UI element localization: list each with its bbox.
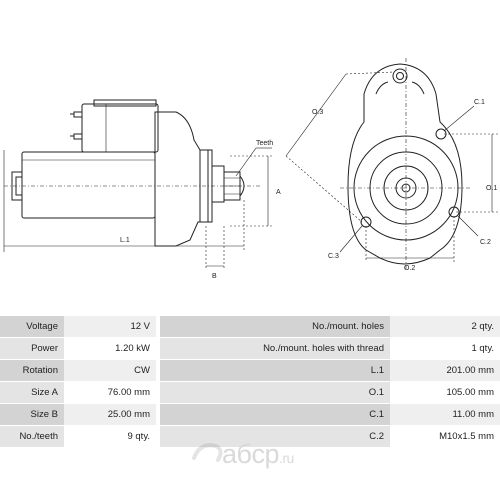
drive-housing bbox=[154, 111, 209, 247]
label-c3: C.3 bbox=[328, 253, 339, 260]
label-c2: C.2 bbox=[480, 239, 491, 246]
spec-label: Rotation bbox=[0, 359, 64, 382]
pinion bbox=[211, 165, 225, 203]
spec-label: C.1 bbox=[160, 403, 390, 426]
spec-value: 76.00 mm bbox=[64, 381, 156, 404]
spec-value: 11.00 mm bbox=[390, 403, 500, 426]
label-teeth: Teeth bbox=[256, 140, 273, 147]
label-o3: O.3 bbox=[312, 109, 323, 116]
table-row: Rotation CW L.1 201.00 mm bbox=[0, 359, 500, 382]
spec-label: Power bbox=[0, 337, 64, 360]
starter-technical-drawing: Teeth A L.1 B O.3 O.1 O.2 C.1 C.2 C.3 bbox=[3, 58, 498, 280]
spec-value: 9 qty. bbox=[64, 425, 156, 448]
solenoid bbox=[81, 103, 159, 153]
table-row: Voltage 12 V No./mount. holes 2 qty. bbox=[0, 316, 500, 338]
table-row: Size A 76.00 mm O.1 105.00 mm bbox=[0, 381, 500, 404]
spec-value: 201.00 mm bbox=[390, 359, 500, 382]
spec-label: C.2 bbox=[160, 425, 390, 448]
spec-label: O.1 bbox=[160, 381, 390, 404]
spec-value: 2 qty. bbox=[390, 316, 500, 338]
mounting-flange bbox=[347, 63, 463, 265]
spec-label: Size A bbox=[0, 381, 64, 404]
watermark-text: aбcp.ru bbox=[222, 439, 294, 470]
spec-value: 1 qty. bbox=[390, 337, 500, 360]
watermark-logo-icon bbox=[192, 443, 223, 462]
spec-label: L.1 bbox=[160, 359, 390, 382]
specifications-table: Voltage 12 V No./mount. holes 2 qty. Pow… bbox=[0, 316, 500, 448]
top-hole bbox=[392, 68, 408, 84]
spec-value: 12 V bbox=[64, 316, 156, 338]
label-c1: C.1 bbox=[474, 99, 485, 106]
watermark-main: aбcp bbox=[222, 439, 280, 469]
label-o2: O.2 bbox=[404, 265, 415, 272]
label-a: A bbox=[276, 189, 281, 196]
spec-value: M10x1.5 mm bbox=[390, 425, 500, 448]
table-row: Power 1.20 kW No./mount. holes with thre… bbox=[0, 337, 500, 360]
label-l1: L.1 bbox=[120, 237, 130, 244]
spec-value: 1.20 kW bbox=[64, 337, 156, 360]
spec-label: Voltage bbox=[0, 316, 64, 338]
spec-label: Size B bbox=[0, 403, 64, 426]
label-b: B bbox=[212, 273, 217, 280]
watermark-suffix: .ru bbox=[279, 450, 294, 466]
spec-label: No./teeth bbox=[0, 425, 64, 448]
spec-value: 105.00 mm bbox=[390, 381, 500, 404]
table-row: No./teeth 9 qty. C.2 M10x1.5 mm bbox=[0, 425, 500, 448]
spec-value: 25.00 mm bbox=[64, 403, 156, 426]
spec-label: No./mount. holes with thread bbox=[160, 337, 390, 360]
spec-label: No./mount. holes bbox=[160, 316, 390, 338]
motor-body bbox=[21, 151, 156, 219]
table-row: Size B 25.00 mm C.1 11.00 mm bbox=[0, 403, 500, 426]
label-o1: O.1 bbox=[486, 185, 497, 192]
spec-value: CW bbox=[64, 359, 156, 382]
